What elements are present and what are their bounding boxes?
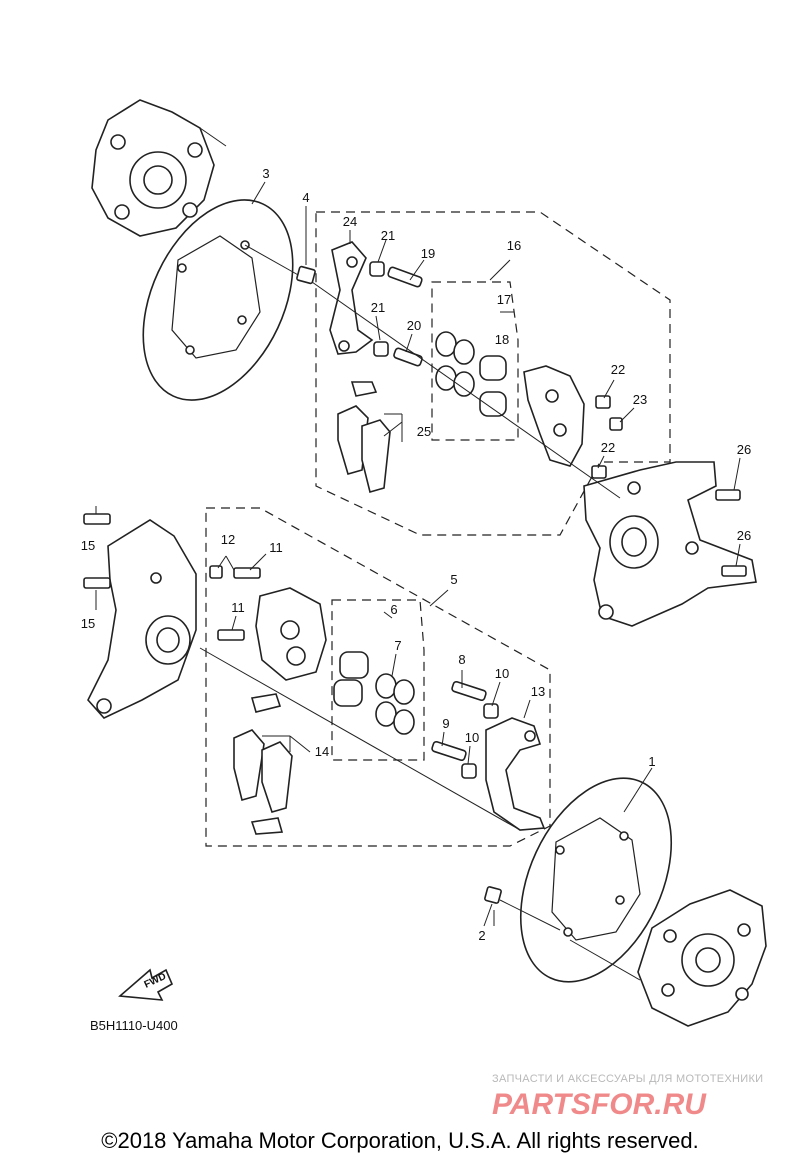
knuckle-bolts-right bbox=[715, 489, 747, 577]
callout-18: 18 bbox=[495, 332, 509, 347]
callout-1: 1 bbox=[648, 754, 655, 769]
wheel-hub-upper bbox=[91, 99, 227, 237]
caliper-bracket-lower bbox=[485, 717, 546, 831]
callout-26b: 26 bbox=[737, 528, 751, 543]
brake-pads-upper bbox=[337, 381, 391, 493]
callout-8: 8 bbox=[458, 652, 465, 667]
callout-numbers: 1 2 3 4 5 6 7 8 9 10 10 11 11 12 13 14 1… bbox=[81, 166, 751, 943]
callout-25: 25 bbox=[417, 424, 431, 439]
callout-15a: 15 bbox=[81, 538, 95, 553]
knuckle-left bbox=[87, 519, 197, 719]
brake-disc-lower bbox=[519, 777, 673, 983]
callout-23: 23 bbox=[633, 392, 647, 407]
fwd-arrow-icon: FWD bbox=[118, 968, 174, 1001]
bleeder-screw bbox=[209, 565, 223, 579]
callout-21a: 21 bbox=[381, 228, 395, 243]
caliper-bolts-upper bbox=[591, 395, 623, 479]
callout-13: 13 bbox=[531, 684, 545, 699]
callout-9: 9 bbox=[442, 716, 449, 731]
callout-2: 2 bbox=[478, 928, 485, 943]
callout-20: 20 bbox=[407, 318, 421, 333]
callout-11b: 11 bbox=[231, 600, 245, 615]
callout-11a: 11 bbox=[269, 540, 283, 555]
pistons-lower bbox=[333, 651, 369, 707]
axis-line-upper bbox=[311, 281, 621, 499]
caliper-body-upper bbox=[523, 365, 585, 467]
callout-12: 12 bbox=[221, 532, 235, 547]
slide-pin-upper bbox=[387, 266, 423, 367]
callout-26a: 26 bbox=[737, 442, 751, 457]
knuckle-bolts-left bbox=[83, 513, 111, 589]
callout-19: 19 bbox=[421, 246, 435, 261]
callout-17: 17 bbox=[497, 292, 511, 307]
seal-kit-box-17 bbox=[431, 281, 519, 441]
callout-7: 7 bbox=[394, 638, 401, 653]
brake-disc-upper bbox=[142, 199, 301, 401]
callout-6: 6 bbox=[390, 602, 397, 617]
disc-bolt-lower bbox=[484, 886, 502, 926]
piston-box-6 bbox=[331, 599, 425, 761]
caliper-assembly-box-5 bbox=[205, 507, 551, 847]
knuckle-right bbox=[583, 461, 757, 627]
caliper-body-lower bbox=[255, 587, 327, 681]
callout-16: 16 bbox=[507, 238, 521, 253]
callout-14: 14 bbox=[315, 744, 329, 759]
slide-pins-lower bbox=[431, 680, 487, 762]
pin-boot-upper bbox=[369, 261, 389, 357]
copyright-notice: ©2018 Yamaha Motor Corporation, U.S.A. A… bbox=[101, 1128, 699, 1153]
brake-pads-lower bbox=[233, 693, 293, 835]
pin-boots-lower bbox=[461, 703, 499, 779]
callout-3: 3 bbox=[262, 166, 269, 181]
callout-21b: 21 bbox=[371, 300, 385, 315]
piston-seals-lower bbox=[375, 673, 415, 735]
axis-line-disc-lower bbox=[569, 939, 641, 981]
callout-15b: 15 bbox=[81, 616, 95, 631]
wheel-hub-lower bbox=[637, 889, 767, 1027]
caliper-bolts-lower bbox=[217, 567, 261, 641]
callout-10b: 10 bbox=[465, 730, 479, 745]
axis-line-bolt-lower bbox=[499, 899, 561, 931]
callout-5: 5 bbox=[450, 572, 457, 587]
callout-24: 24 bbox=[343, 214, 357, 229]
watermark-brand: PARTSFOR.RU bbox=[492, 1088, 707, 1121]
callout-22b: 22 bbox=[601, 440, 615, 455]
pistons-upper bbox=[479, 355, 507, 417]
callout-10a: 10 bbox=[495, 666, 509, 681]
caliper-assembly-box-16 bbox=[315, 211, 671, 536]
callout-4: 4 bbox=[302, 190, 309, 205]
watermark-tagline: ЗАПЧАСТИ И АКСЕССУАРЫ ДЛЯ МОТОТЕХНИКИ bbox=[492, 1073, 763, 1085]
piston-seals-upper bbox=[435, 331, 475, 397]
axis-line-lower bbox=[199, 647, 521, 831]
callout-22a: 22 bbox=[611, 362, 625, 377]
figure-code: B5H1110-U400 bbox=[90, 1018, 178, 1033]
caliper-bracket-upper bbox=[329, 241, 374, 355]
callout-leaders bbox=[95, 181, 741, 927]
